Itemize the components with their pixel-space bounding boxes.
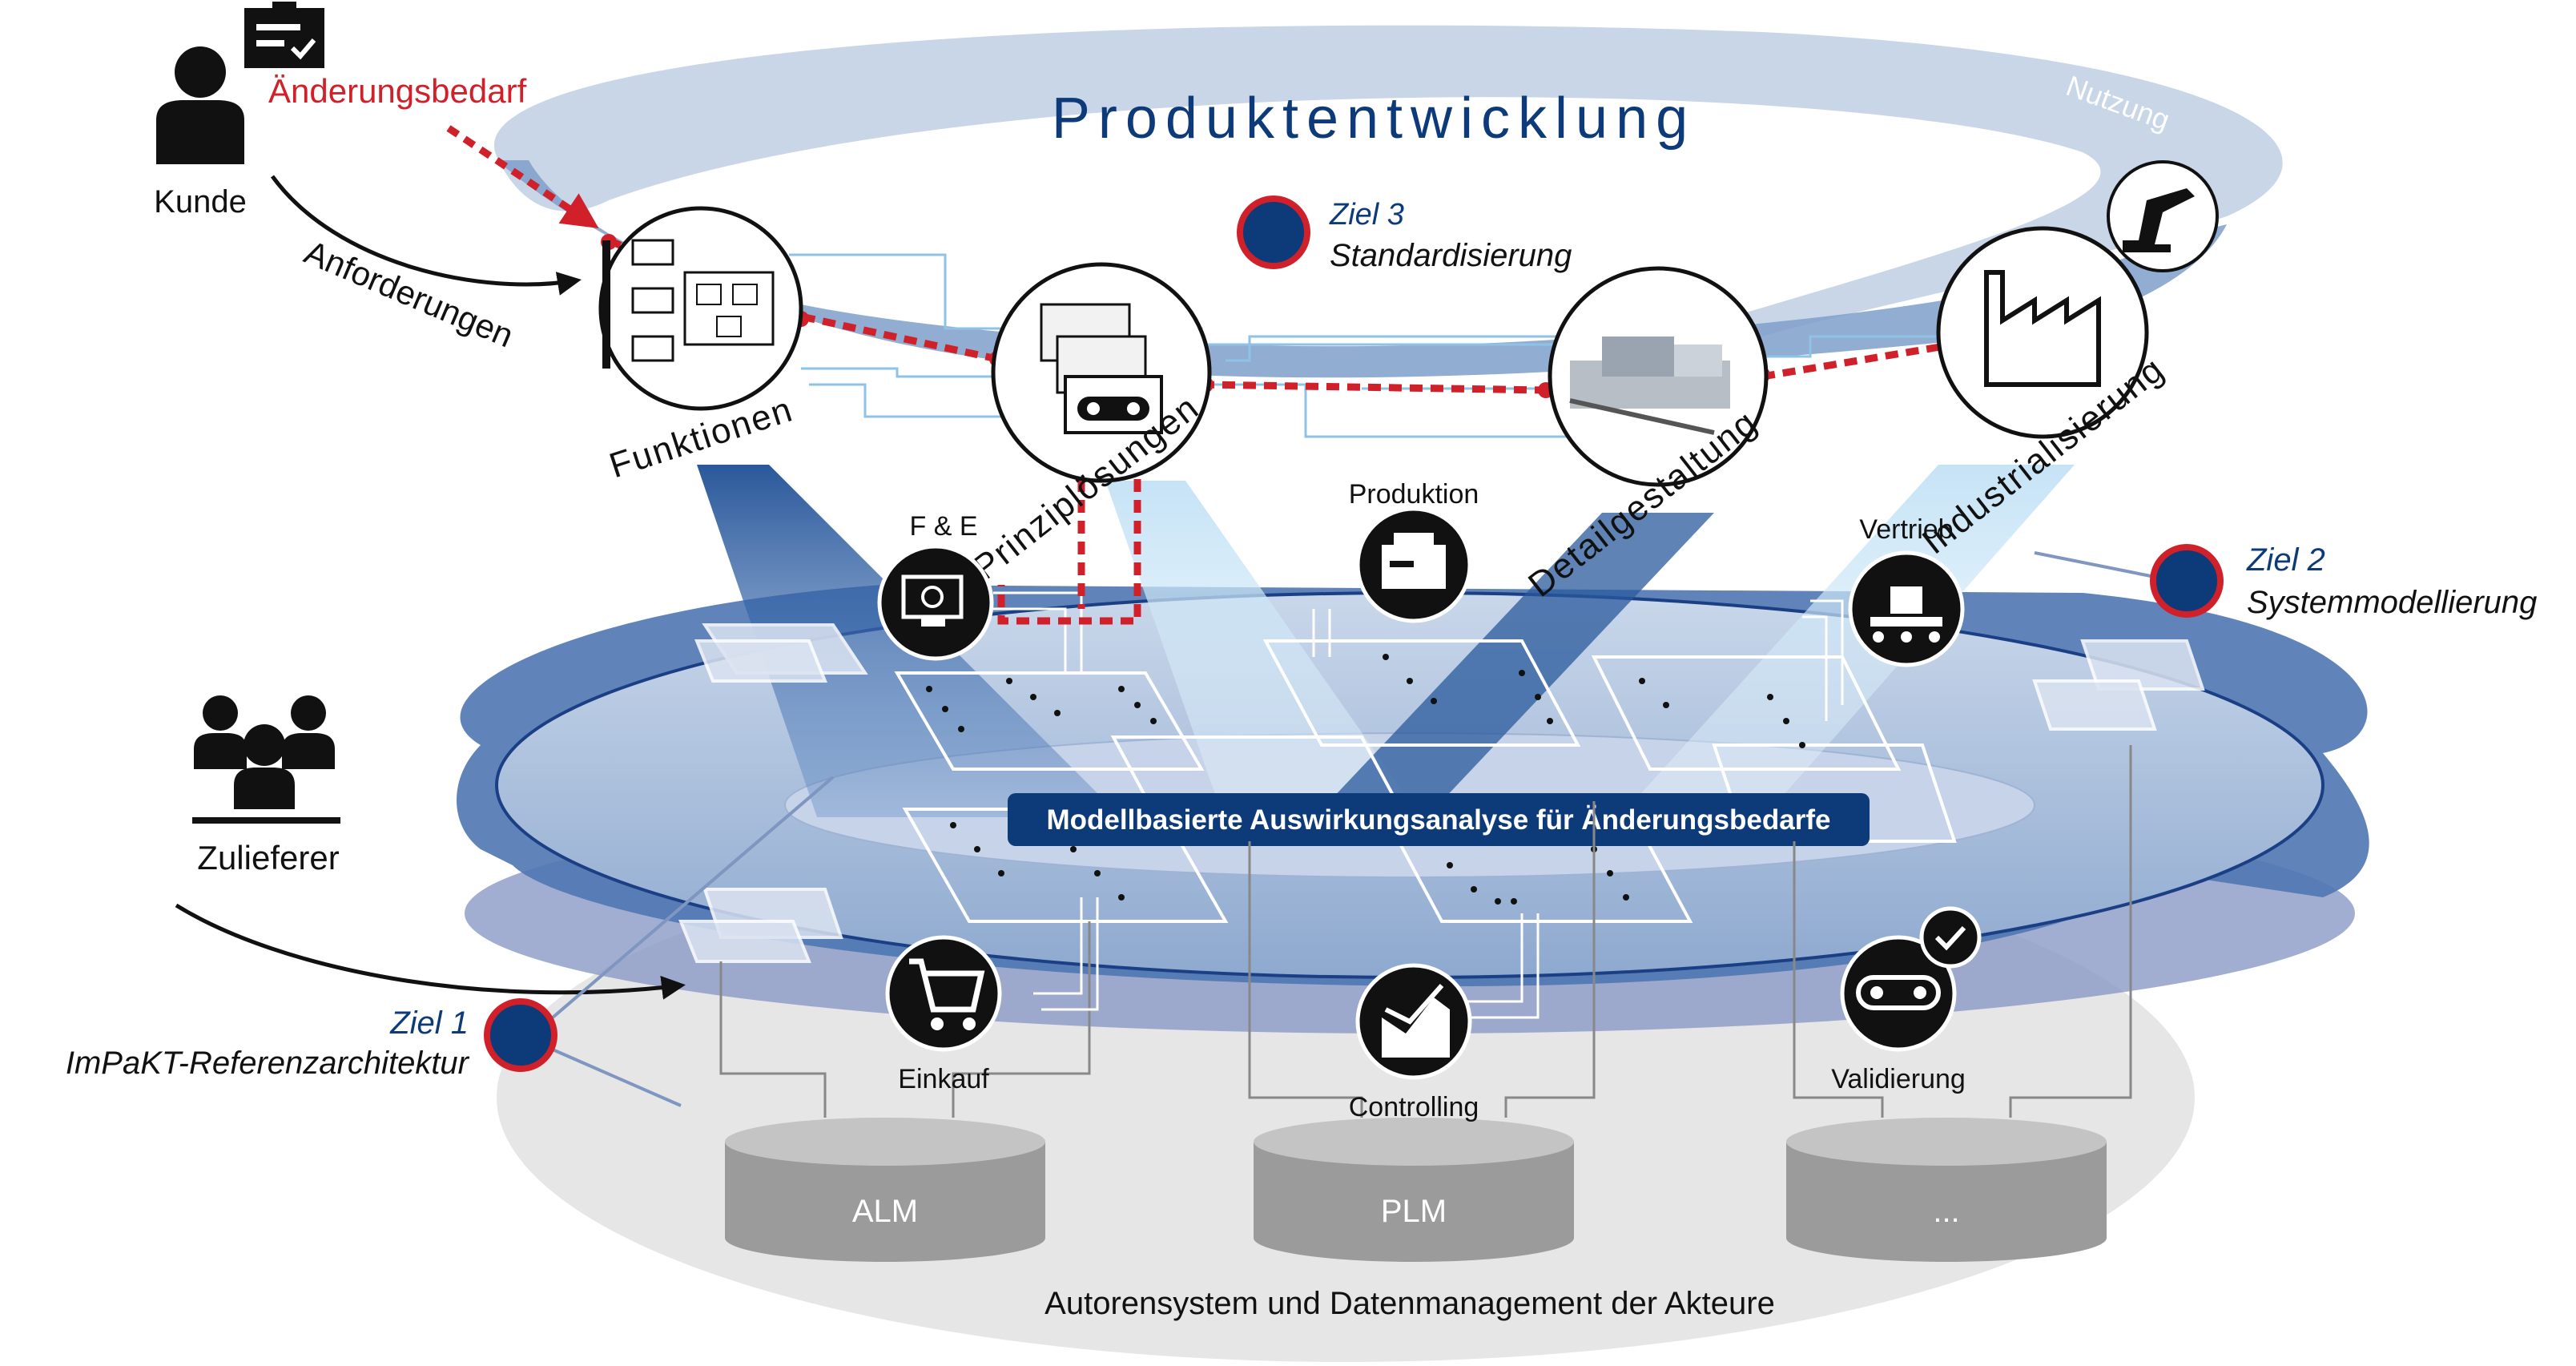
robot-arm-icon xyxy=(2123,188,2195,252)
lifecycle-band xyxy=(497,160,2227,378)
department-label-controlling: Controlling xyxy=(1349,1092,1479,1122)
beam-detail xyxy=(1330,513,1714,801)
supplier-group-icon xyxy=(192,695,340,824)
analysis-banner xyxy=(1008,793,1870,846)
department-fe xyxy=(877,544,994,661)
database-label-plm: PLM xyxy=(1381,1194,1447,1229)
change-need-label: Änderungsbedarf xyxy=(268,72,527,110)
database-label-other: ... xyxy=(1933,1194,1959,1229)
factory-icon xyxy=(1984,270,2101,387)
phase-funktionen xyxy=(598,206,803,411)
phase-industrial xyxy=(1936,160,2219,439)
goal-1-label: Ziel 1 xyxy=(389,1005,469,1041)
department-label-purchasing: Einkauf xyxy=(898,1064,989,1094)
model-tiles xyxy=(678,623,2205,963)
monitor-gear-icon xyxy=(901,574,964,619)
department-controlling xyxy=(1355,963,1472,1080)
department-sales xyxy=(1848,550,1965,667)
database-plm xyxy=(1254,1118,1574,1262)
department-purchasing xyxy=(885,935,1002,1052)
chart-icon xyxy=(1382,997,1450,1058)
phase-prinzip xyxy=(991,262,1212,483)
clipboard-icon xyxy=(244,2,324,68)
phase-detail xyxy=(1548,266,1769,487)
change-propagation-line xyxy=(607,236,1955,625)
department-label-sales: Vertrieb xyxy=(1859,514,1953,545)
supplier-arrow xyxy=(175,903,686,1000)
requirements-arrow xyxy=(270,175,582,296)
department-label-validation: Validierung xyxy=(1831,1064,1966,1094)
department-production xyxy=(1355,506,1472,623)
lifecycle-ring xyxy=(493,25,2283,337)
goal-1-marker xyxy=(484,776,835,1107)
goal-3-text: Standardisierung xyxy=(1330,238,1572,273)
database-other xyxy=(1786,1118,2107,1262)
goal-2-label: Ziel 2 xyxy=(2246,542,2325,578)
department-validation xyxy=(1840,906,1982,1052)
requirements-label: Anforderungen xyxy=(300,233,519,355)
analysis-banner-text: Modellbasierte Auswirkungsanalyse für Än… xyxy=(1047,804,1831,836)
goal-3-marker xyxy=(1237,195,1310,269)
conveyor-icon xyxy=(1870,617,1942,627)
department-label-fe: F & E xyxy=(909,511,977,542)
goal-3-label: Ziel 3 xyxy=(1329,198,1404,232)
database-alm xyxy=(725,1118,1045,1262)
change-need-arrow xyxy=(446,125,599,228)
footer-label: Autorensystem und Datenmanagement der Ak… xyxy=(1044,1286,1775,1321)
diagram-title: Produktentwicklung xyxy=(1052,87,1696,151)
database-connectors xyxy=(719,745,2132,1118)
cart-icon xyxy=(909,958,985,1013)
database-label-alm: ALM xyxy=(852,1194,918,1229)
goal-1-text: ImPaKT-Referenzarchitektur xyxy=(66,1046,470,1081)
supplier-label: Zulieferer xyxy=(197,839,339,876)
beam-prinzip xyxy=(1105,481,1410,801)
department-label-production: Produktion xyxy=(1349,479,1479,510)
goal-2-marker xyxy=(2034,544,2224,618)
customer-label: Kunde xyxy=(154,184,247,220)
customer-icon xyxy=(156,46,244,164)
goal-2-text: Systemmodellierung xyxy=(2247,585,2537,620)
crawler-check-icon xyxy=(1856,975,1941,1010)
